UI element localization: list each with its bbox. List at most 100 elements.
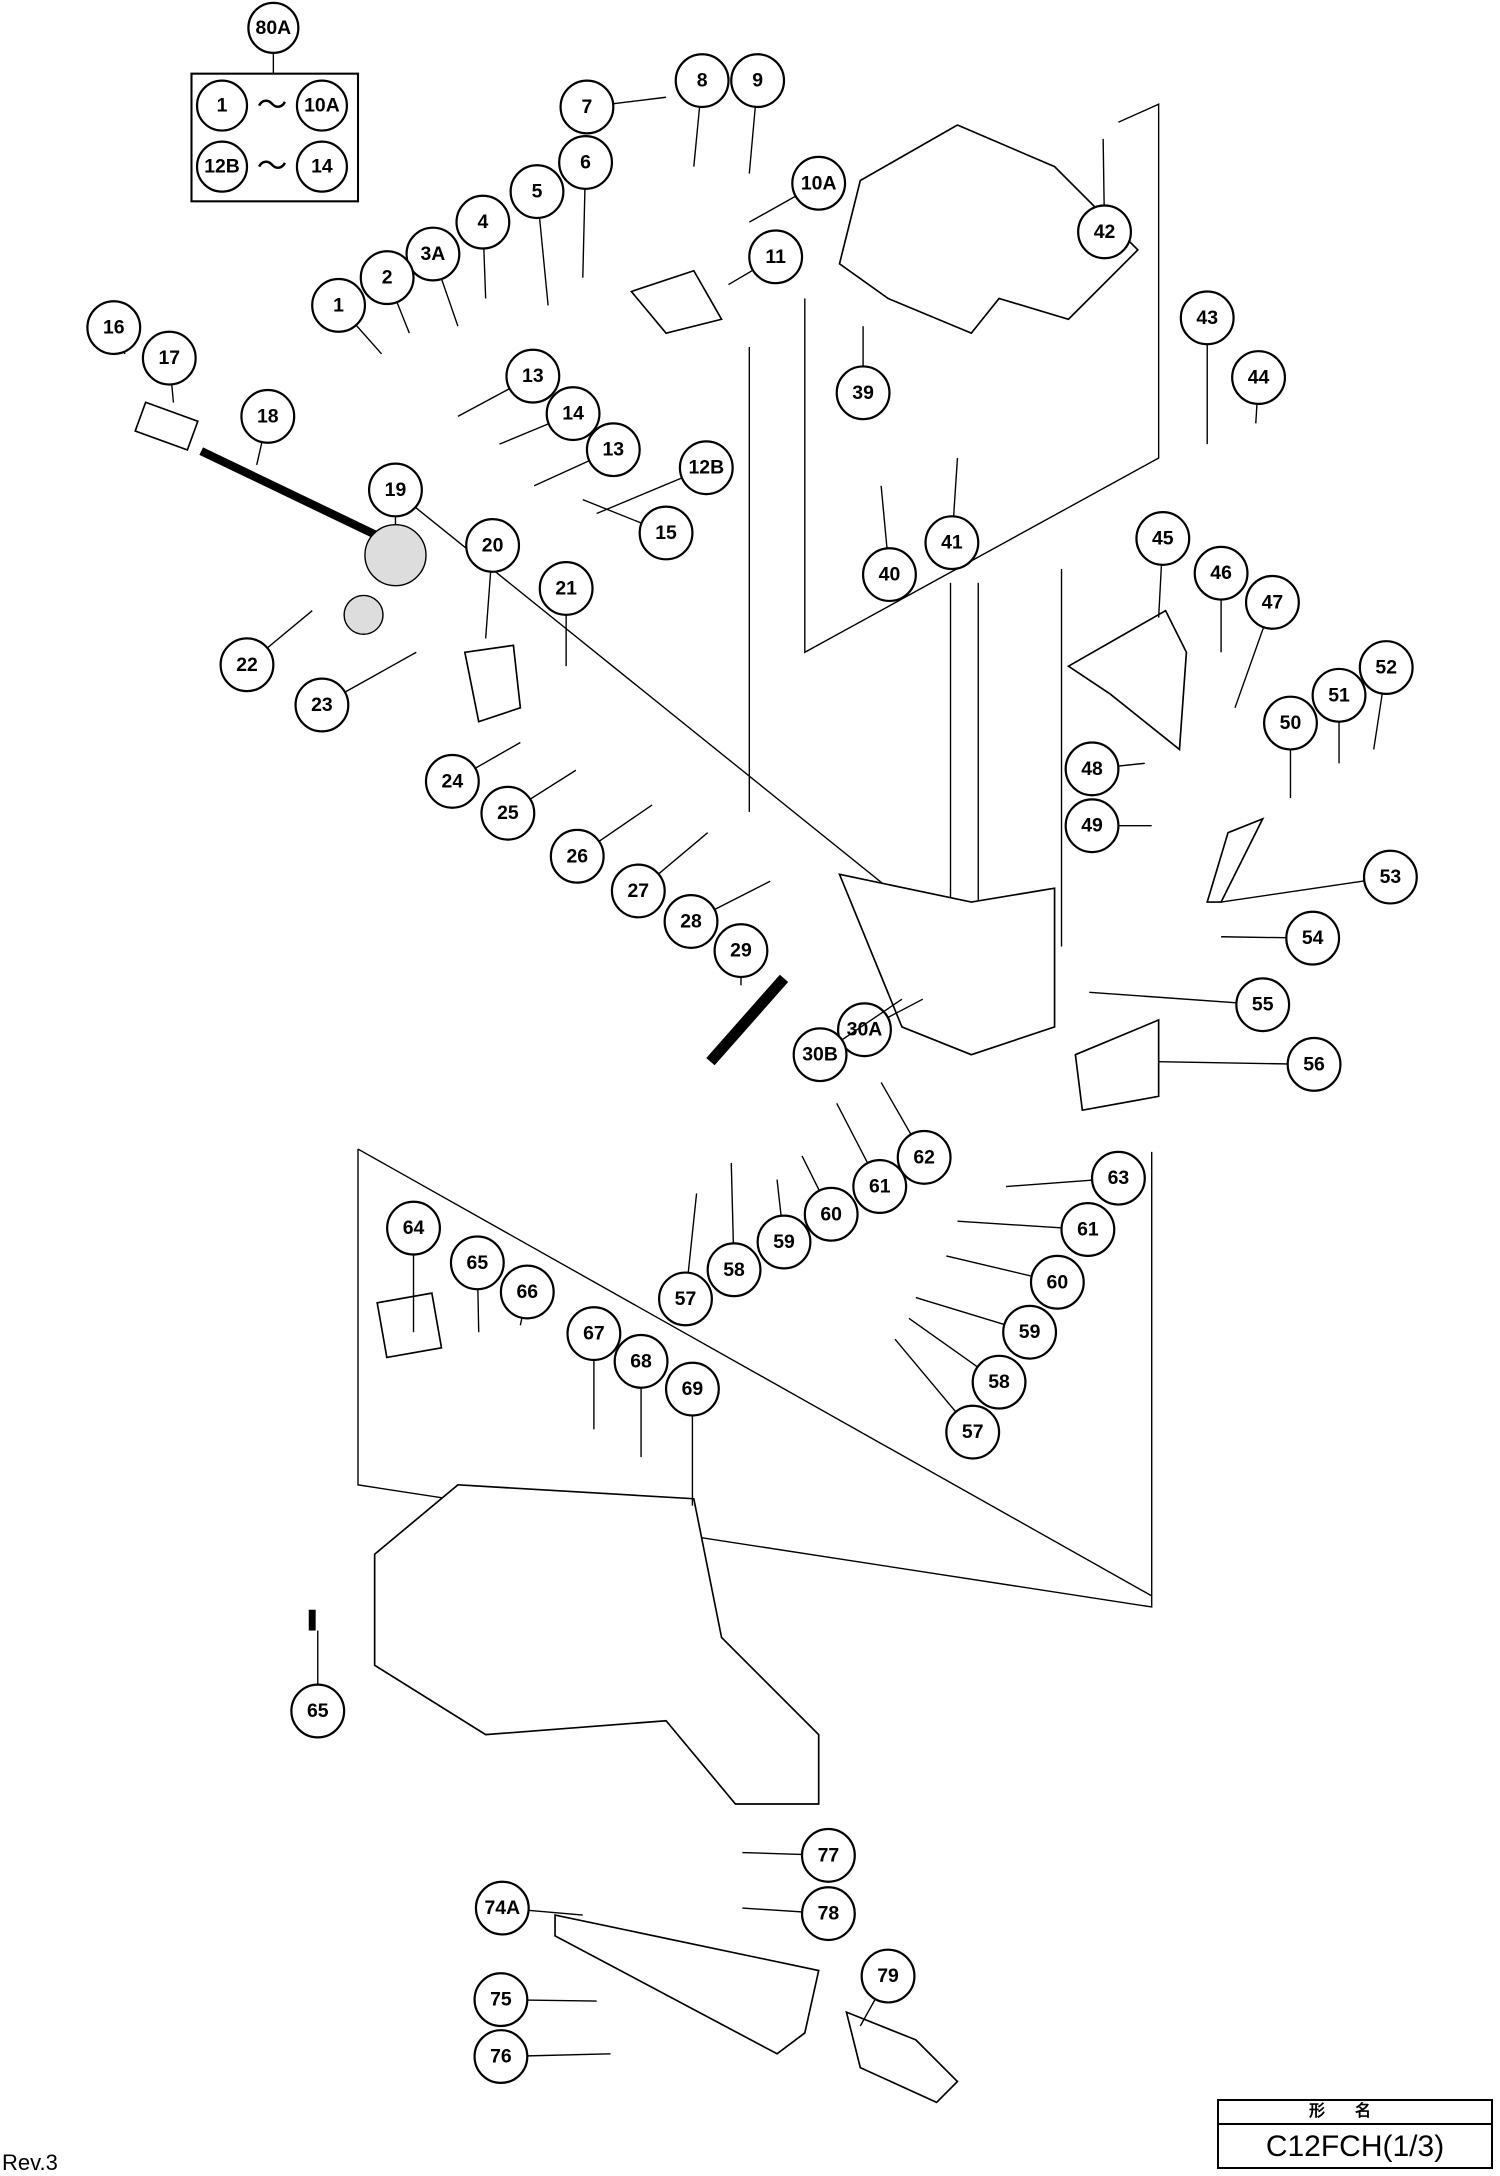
callout-circle: [86, 300, 142, 356]
callout-label: 1: [333, 294, 344, 316]
callout-part-18: 18: [240, 388, 296, 444]
callout-part-45: 45: [1135, 511, 1191, 566]
callout-part-65: 65: [449, 1235, 505, 1291]
callout-part-63: 63: [1090, 1150, 1146, 1206]
callout-part-7: 7: [559, 79, 615, 135]
callout-label: 78: [818, 1903, 840, 1925]
callout-label: 10A: [304, 95, 340, 117]
assembly-frames: [357, 103, 1160, 1608]
callout-circle: [311, 277, 367, 333]
callout-circle: [1064, 741, 1120, 797]
callout-part-75: 75: [473, 1972, 529, 2028]
callout-label: 15: [655, 522, 677, 544]
kit-range-callout: 10A: [295, 79, 349, 132]
callout-circle: [756, 1214, 812, 1270]
kit-box: [190, 52, 360, 203]
callout-kit-80a: 80A: [247, 1, 300, 54]
callout-circle: [386, 1200, 441, 1256]
callout-label: 8: [697, 70, 708, 92]
callout-part-23: 23: [294, 677, 350, 733]
callout-part-77: 77: [800, 1827, 856, 1883]
callout-label: 76: [490, 2046, 512, 2068]
callout-label: 57: [962, 1421, 984, 1443]
callout-part-43: 43: [1179, 290, 1235, 346]
callout-label: 59: [1019, 1321, 1041, 1343]
callout-circle: [861, 547, 917, 603]
callout-label: 64: [403, 1217, 425, 1239]
callout-circle: [247, 1, 300, 54]
callout-label: 28: [680, 910, 702, 932]
callout-part-2: 2: [359, 250, 415, 306]
callout-label: 2: [382, 267, 393, 289]
callout-circle: [800, 1827, 856, 1883]
kit-range-callout: 14: [295, 140, 349, 193]
callout-part-69: 69: [664, 1361, 720, 1417]
callout-part-22: 22: [219, 637, 275, 693]
callout-circle: [1311, 667, 1367, 723]
part-shapes: [134, 124, 1265, 2104]
callout-circle: [449, 1235, 505, 1291]
callout-label: 22: [236, 654, 258, 676]
callout-circle: [195, 140, 249, 193]
callout-circle: [1135, 511, 1191, 566]
model-number: C12FCH(1/3): [1265, 2130, 1445, 2163]
callout-circle: [474, 1880, 530, 1936]
callout-circle: [219, 637, 275, 693]
callout-label: 25: [497, 802, 519, 824]
callout-part-57: 57: [945, 1404, 1001, 1460]
title-block-header: 形名: [1219, 2101, 1491, 2125]
callout-part-48: 48: [1064, 741, 1120, 797]
callout-part-59: 59: [756, 1214, 812, 1270]
callout-circle: [1358, 640, 1414, 696]
callout-part-29: 29: [713, 923, 769, 979]
callout-part-40: 40: [861, 547, 917, 603]
callout-part-19: 19: [367, 462, 423, 518]
callout-label: 60: [1047, 1271, 1069, 1293]
callout-part-60: 60: [803, 1186, 859, 1242]
callout-label: 62: [913, 1146, 935, 1168]
callout-circle: [1193, 545, 1249, 601]
callout-label: 41: [941, 532, 963, 554]
callout-circle: [290, 1683, 346, 1739]
callout-label: 58: [723, 1259, 745, 1281]
callout-circle: [294, 677, 350, 733]
callout-circle: [195, 79, 249, 132]
callout-label: 48: [1081, 758, 1103, 780]
callout-circle: [499, 1264, 555, 1320]
callout-part-50: 50: [1262, 695, 1318, 751]
callout-part-47: 47: [1244, 574, 1300, 630]
callout-circle: [748, 229, 804, 285]
callout-circle: [638, 505, 694, 561]
callout-circle: [465, 517, 521, 573]
callout-part-17: 17: [141, 330, 197, 386]
callout-circle: [549, 828, 605, 884]
callout-circle: [800, 1886, 856, 1942]
callout-part-30b: 30B: [792, 1027, 848, 1083]
callout-part-79: 79: [860, 1948, 916, 2004]
callout-circle: [545, 386, 601, 442]
title-block: 形名 C12FCH(1/3): [1217, 2099, 1493, 2169]
callout-label: 7: [582, 96, 593, 118]
callout-label: 10A: [801, 172, 837, 194]
callout-circle: [1286, 1036, 1342, 1092]
callout-part-8: 8: [674, 53, 730, 109]
callout-part-11: 11: [748, 229, 804, 285]
callout-part-58: 58: [706, 1242, 762, 1298]
revision-label: Rev.3: [2, 2150, 58, 2175]
callout-label: 29: [730, 940, 752, 962]
callout-label: 23: [311, 694, 333, 716]
callout-part-59: 59: [1002, 1304, 1058, 1360]
callout-circle: [424, 753, 480, 809]
callout-label: 49: [1081, 815, 1103, 837]
callout-part-30a: 30A: [837, 1002, 892, 1058]
callout-circle: [405, 226, 461, 282]
callout-part-58: 58: [971, 1354, 1027, 1410]
callout-circle: [1077, 204, 1133, 260]
callout-circle: [1362, 849, 1418, 905]
callout-circle: [658, 1271, 713, 1327]
callout-label: 13: [522, 365, 544, 387]
callout-circle: [1064, 798, 1120, 854]
callout-label: 67: [583, 1323, 605, 1345]
callout-circle: [706, 1242, 762, 1298]
